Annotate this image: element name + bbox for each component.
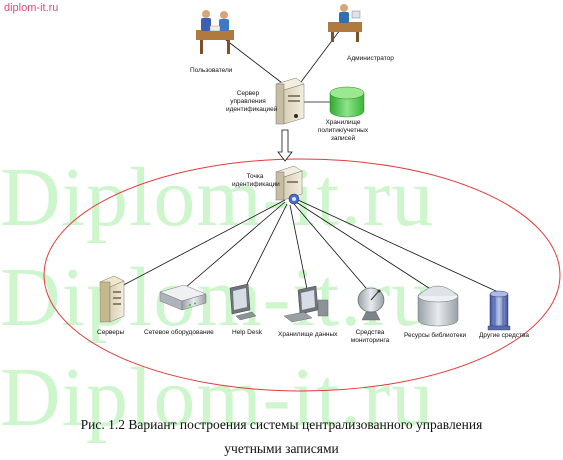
library-label: Ресурсы библиотеки bbox=[404, 332, 467, 339]
network-equipment-label: Сетевое оборудование bbox=[144, 329, 214, 336]
arrow-down bbox=[277, 129, 293, 162]
admin-icon bbox=[328, 4, 362, 42]
help-desk-monitor-icon bbox=[229, 283, 257, 321]
site-label: diplom-it.ru bbox=[4, 2, 59, 14]
network-equipment-icon bbox=[159, 284, 207, 311]
library-cylinder-icon bbox=[417, 285, 459, 327]
data-storage-icon bbox=[283, 285, 329, 323]
servers-icon bbox=[99, 275, 125, 323]
monitoring-dish-icon bbox=[357, 287, 385, 321]
monitoring-label: Средства мониторинга bbox=[350, 329, 390, 345]
users-icon bbox=[196, 10, 234, 54]
server-label: Сервер управления идентификацией bbox=[226, 90, 278, 114]
identification-point-label: Точка идентификации bbox=[232, 173, 280, 189]
help-desk-label: Help Desk bbox=[232, 329, 262, 336]
users-label: Пользователи bbox=[190, 67, 233, 74]
watermark-line-1: Diplom-it.ru bbox=[0, 151, 435, 244]
watermark-line-3: Diplom-it.ru bbox=[0, 351, 435, 444]
connection-lines bbox=[113, 29, 499, 295]
admin-label: Администратор bbox=[347, 55, 394, 62]
other-tools-icon bbox=[487, 290, 511, 331]
figure-caption-line-1: Рис. 1.2 Вариант построения системы цент… bbox=[80, 417, 483, 432]
other-tools-label: Другие средства bbox=[479, 332, 529, 339]
data-storage-label: Хранилище данных bbox=[278, 331, 338, 338]
storage-label: Хранилище политик/учетных записей bbox=[317, 119, 369, 143]
identification-point-icon bbox=[275, 165, 303, 205]
network-boundary-ellipse bbox=[43, 158, 561, 392]
servers-label: Серверы bbox=[97, 329, 125, 336]
storage-cylinder-icon bbox=[329, 86, 365, 118]
figure-caption-line-2: учетными записями bbox=[224, 441, 339, 456]
server-icon bbox=[275, 77, 305, 125]
